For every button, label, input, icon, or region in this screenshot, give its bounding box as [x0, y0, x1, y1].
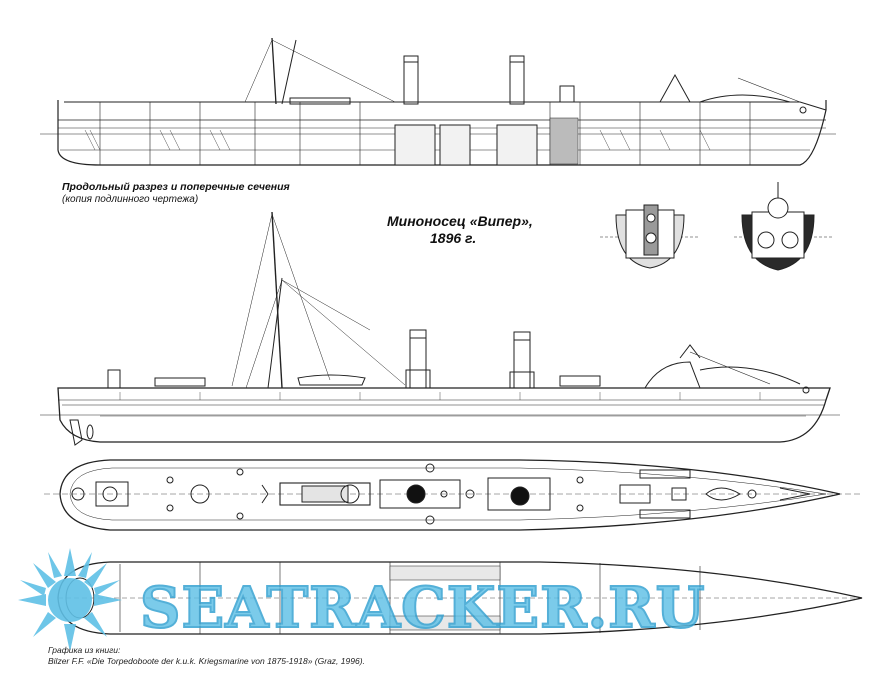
cross-sections — [600, 182, 832, 271]
deck-plan — [44, 459, 860, 531]
profile-view — [40, 211, 840, 446]
ship-title: Миноносец «Випер», — [387, 213, 533, 229]
longitudinal-section — [40, 37, 836, 166]
credit-label: Графика из книги: — [48, 645, 121, 655]
ship-year: 1896 г. — [430, 230, 477, 246]
sun-logo-icon — [18, 548, 122, 650]
watermark-text: SEATRACKER.RU — [139, 574, 706, 642]
hold-plan — [57, 561, 863, 635]
section-caption: Продольный разрез и поперечные сечения — [62, 181, 290, 193]
section-caption-note: (копия подлинного чертежа) — [62, 194, 199, 205]
credit-source: Bilzer F.F. «Die Torpedoboote der k.u.k.… — [48, 656, 365, 666]
